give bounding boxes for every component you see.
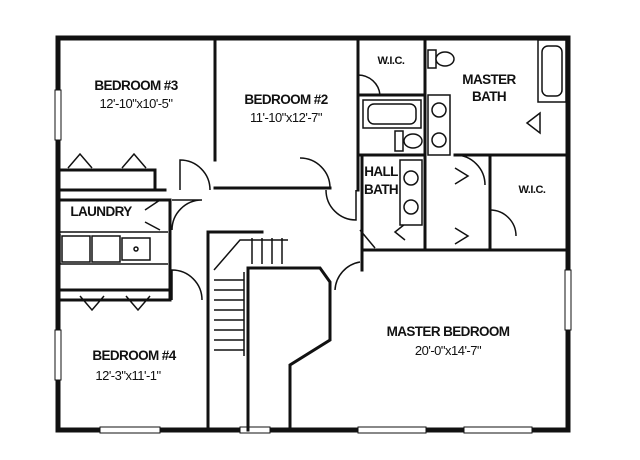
wic-master-name: W.I.C. <box>519 184 546 196</box>
master-bath-line2: BATH <box>472 89 506 104</box>
stairs <box>213 238 288 356</box>
laundry-appliances <box>59 231 168 265</box>
master-bath-line1: MASTER <box>462 72 516 87</box>
bedroom3-name: BEDROOM #3 <box>94 78 178 93</box>
master-bedroom-name: MASTER BEDROOM <box>387 324 510 339</box>
bath-fixtures <box>362 39 567 226</box>
master-bedroom-dims: 20'-0"x14'-7" <box>415 343 482 358</box>
bedroom3-dims: 12'-10"x10'-5" <box>100 96 174 111</box>
bedroom4-dims: 12'-3"x11'-1" <box>95 368 161 383</box>
door-swings <box>171 74 541 301</box>
laundry-name: LAUNDRY <box>70 204 132 219</box>
wic-top-name: W.I.C. <box>378 55 405 67</box>
bedroom2-dims: 11'-10"x12'-7" <box>250 110 323 125</box>
hall-bath-line1: HALL <box>364 164 398 179</box>
hall-bath-line2: BATH <box>364 182 398 197</box>
windows <box>54 89 572 434</box>
bedroom2-name: BEDROOM #2 <box>244 92 327 107</box>
closet-doors <box>67 152 470 312</box>
bedroom4-name: BEDROOM #4 <box>92 348 176 363</box>
room-labels: BEDROOM #3 12'-10"x10'-5" BEDROOM #2 11'… <box>70 55 546 383</box>
